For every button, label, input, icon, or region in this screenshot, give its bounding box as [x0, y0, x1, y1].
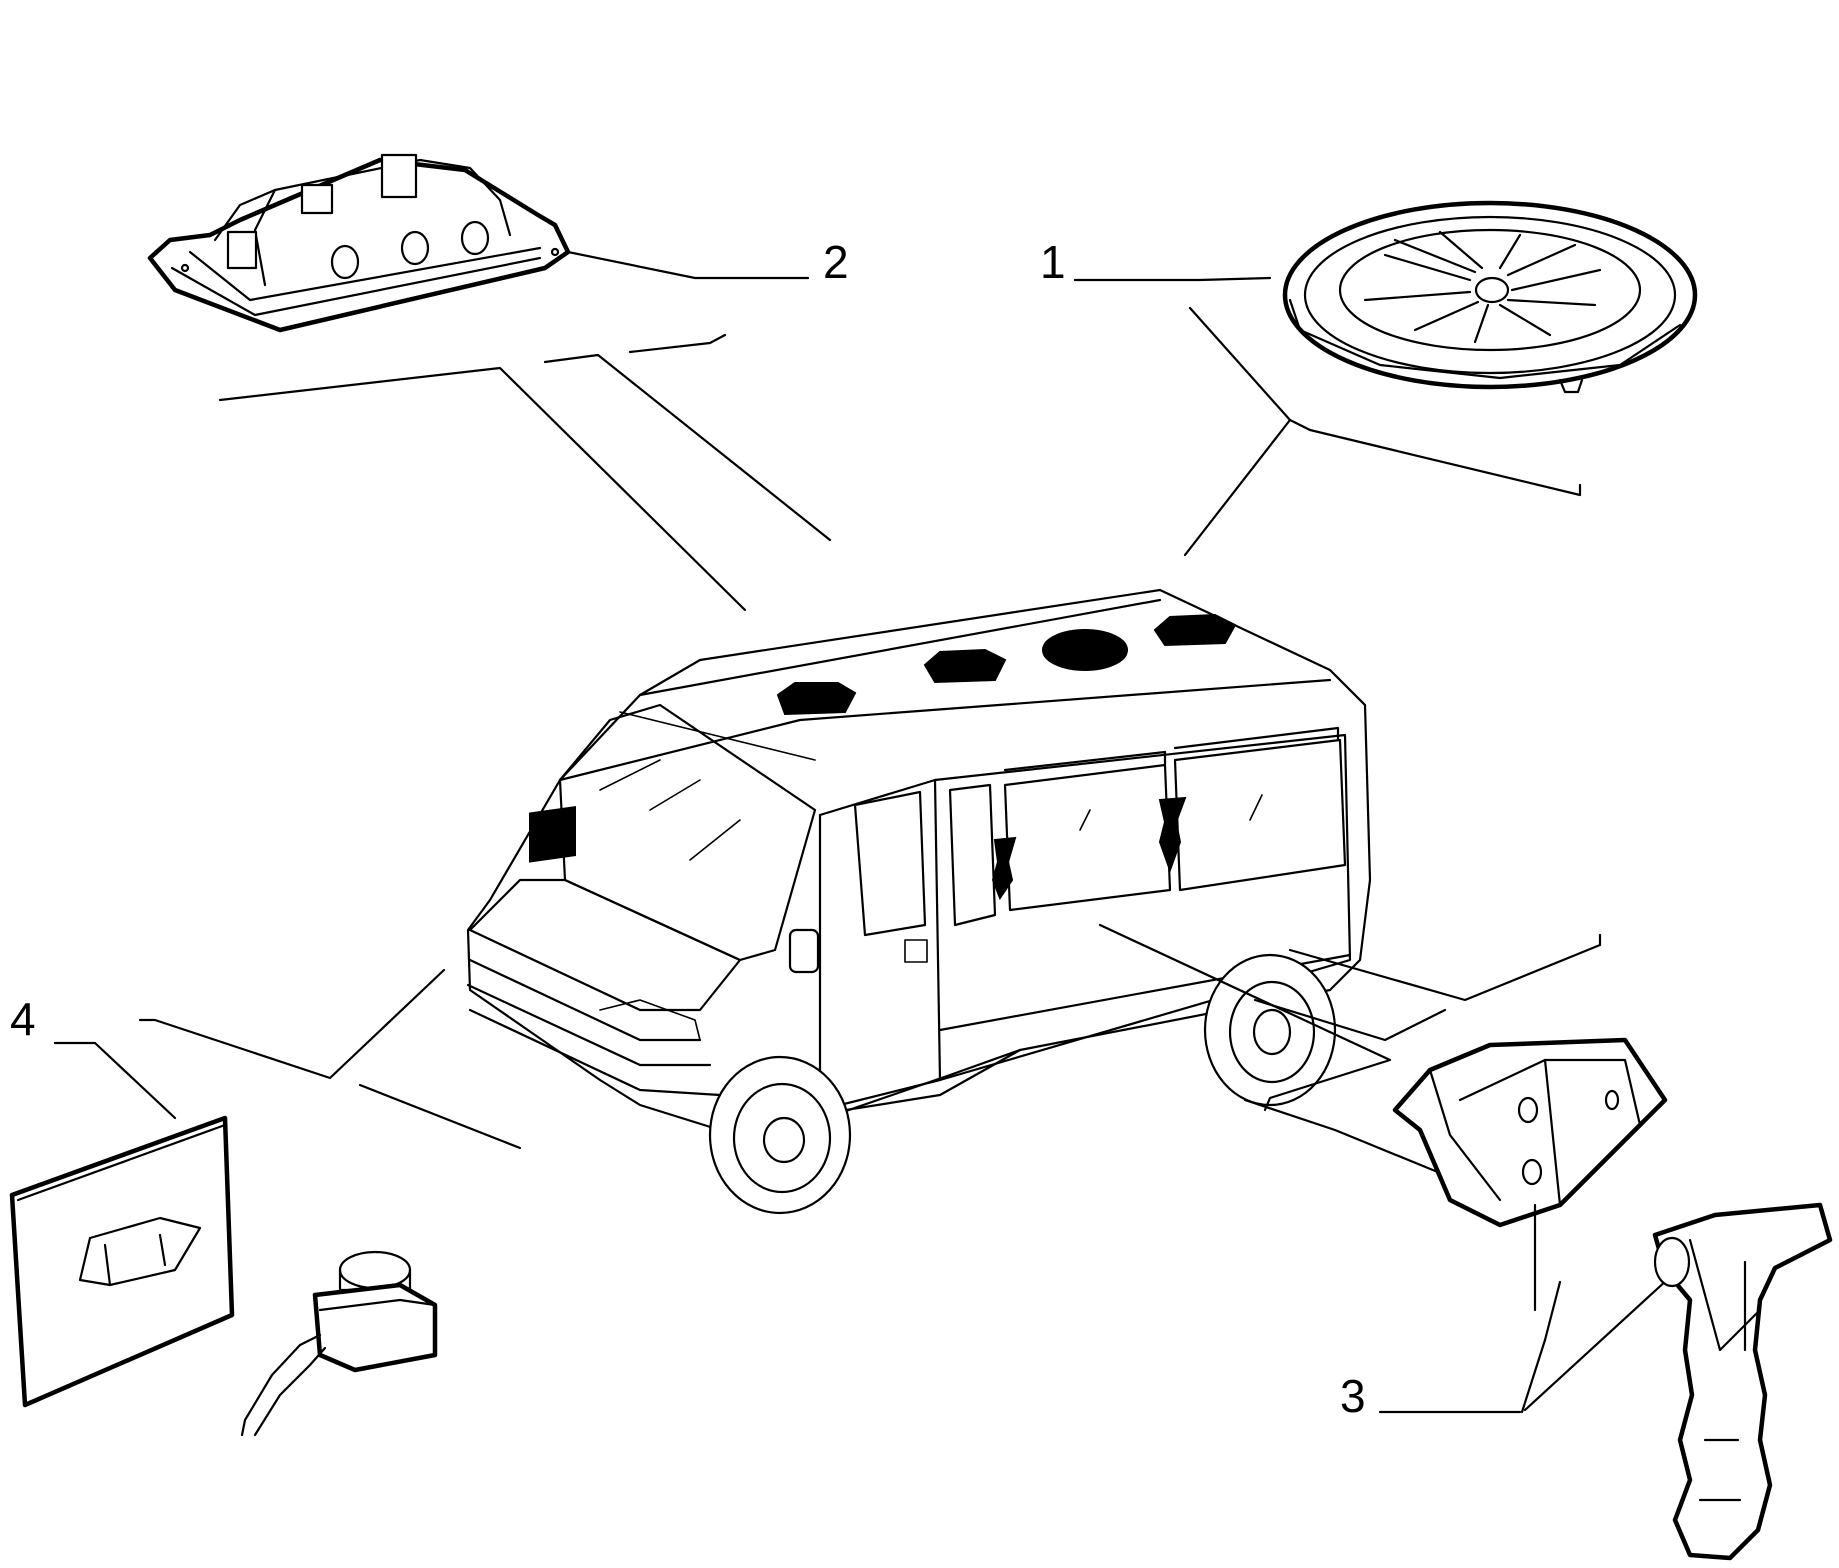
- window-latch-icon: [1378, 1037, 1833, 1561]
- van-illustration: [466, 588, 1372, 1215]
- hood-plate-icon: [9, 1041, 235, 1408]
- push-button-icon: [240, 1250, 438, 1437]
- callout-3: 3: [1340, 1370, 1366, 1422]
- roof-light-icon: [147, 153, 810, 333]
- leader-lines: [138, 306, 1682, 1414]
- front-wheel: [708, 1055, 852, 1215]
- callout-4: 4: [10, 993, 36, 1045]
- callout-2: 2: [823, 236, 849, 288]
- rear-wheel: [1203, 953, 1337, 1107]
- roof-vent-icon: [1073, 200, 1698, 394]
- callout-1: 1: [1040, 236, 1066, 288]
- callout-labels: 1 2 3 4: [10, 236, 1366, 1422]
